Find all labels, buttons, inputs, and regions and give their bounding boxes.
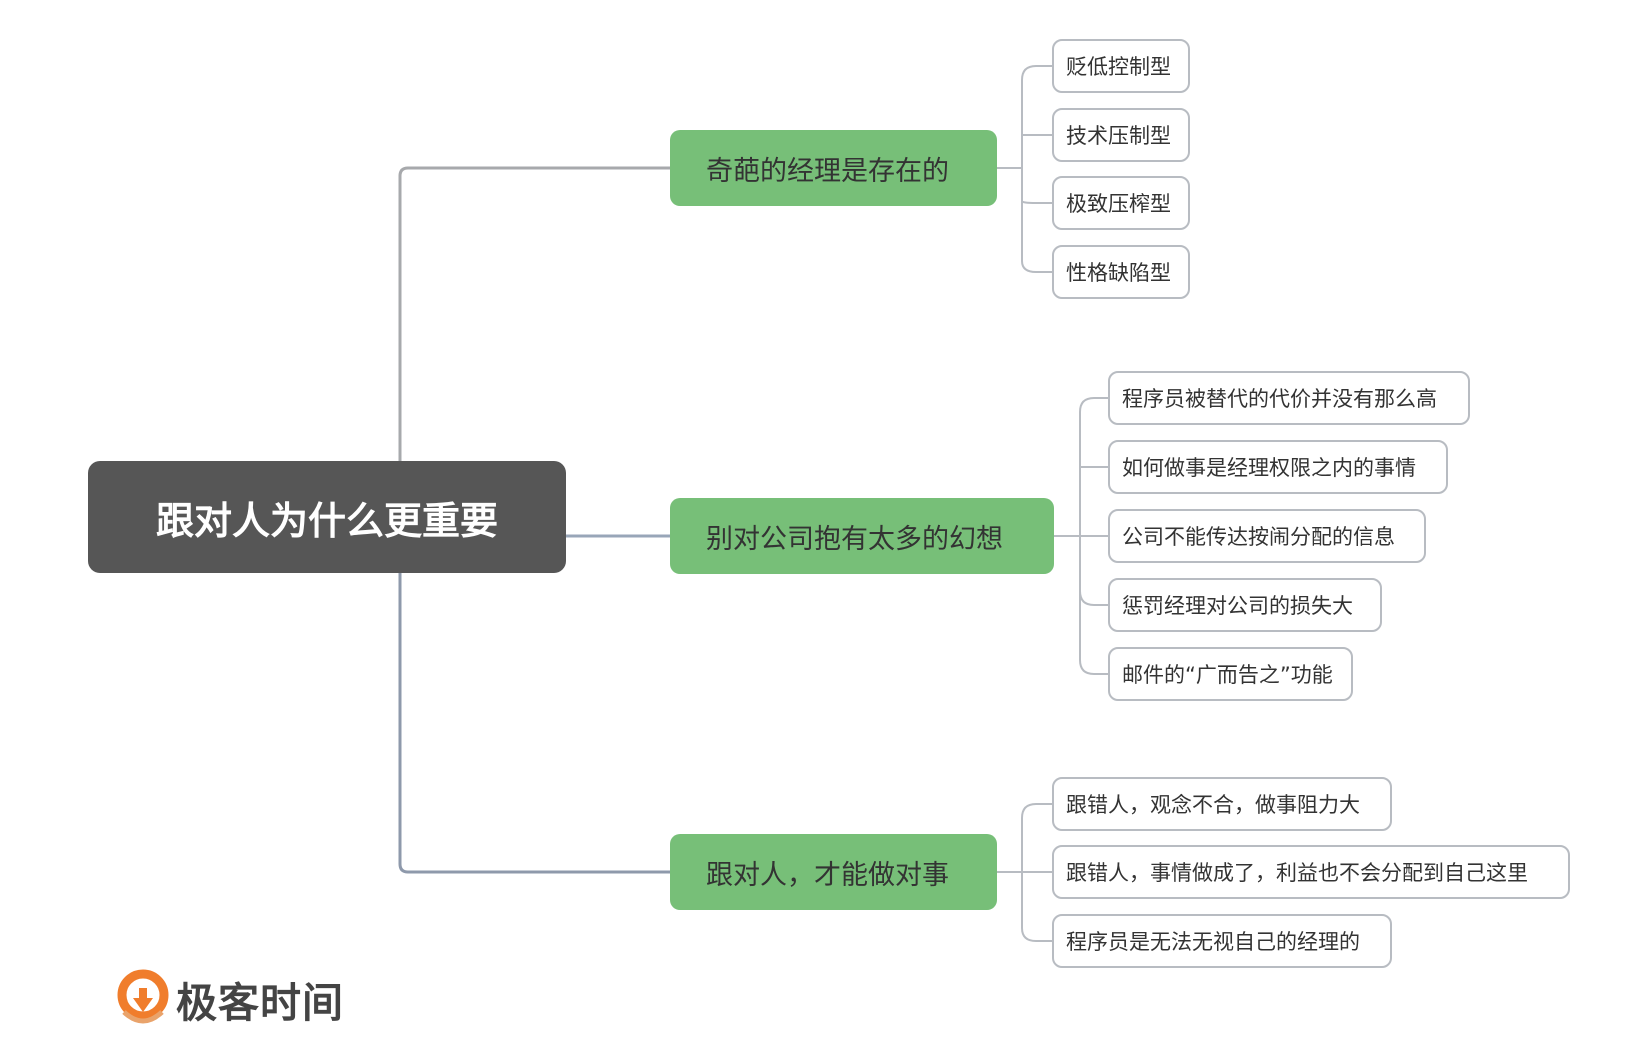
geektime-logo-icon [117,969,169,1024]
leaf-topic: 贬低控制型 [1052,39,1190,93]
leaf-topic: 邮件的“广而告之”功能 [1108,647,1353,701]
connector-b1-children [997,65,1052,273]
branch-topic-3: 跟对人，才能做对事 [670,834,997,910]
leaf-topic: 极致压榨型 [1052,176,1190,230]
leaf-topic: 如何做事是经理权限之内的事情 [1108,440,1448,494]
connector-b3-children [997,803,1052,942]
branch-topic-2: 别对公司抱有太多的幻想 [670,498,1054,574]
leaf-topic: 程序员是无法无视自己的经理的 [1052,914,1392,968]
leaf-topic: 跟错人，观念不合，做事阻力大 [1052,777,1392,831]
connector-root-b3 [398,573,670,874]
leaf-topic: 跟错人，事情做成了，利益也不会分配到自己这里 [1052,845,1570,899]
connector-root-b1 [398,166,670,461]
leaf-topic: 性格缺陷型 [1052,245,1190,299]
logo-text: 极客时间 [176,979,344,1027]
branch-topic-1: 奇葩的经理是存在的 [670,130,997,206]
leaf-topic: 惩罚经理对公司的损失大 [1108,578,1382,632]
connector-b2-children [1054,397,1108,675]
leaf-topic: 程序员被替代的代价并没有那么高 [1108,371,1470,425]
leaf-topic: 技术压制型 [1052,108,1190,162]
leaf-topic: 公司不能传达按闹分配的信息 [1108,509,1426,563]
geektime-logo: 极客时间 [116,968,344,1030]
root-topic: 跟对人为什么更重要 [88,461,566,573]
